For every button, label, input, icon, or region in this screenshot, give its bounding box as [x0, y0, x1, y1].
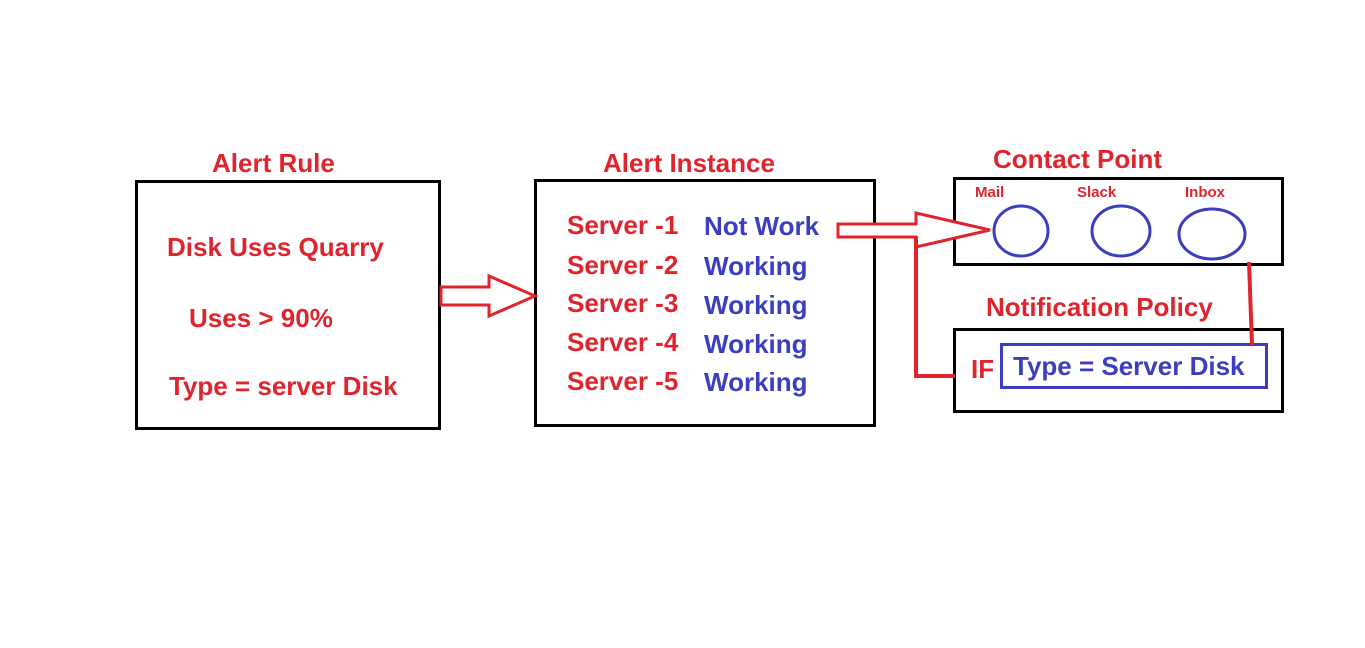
policy-matcher-box	[1000, 343, 1268, 389]
server-status: Working	[704, 367, 808, 397]
server-status: Not Work	[704, 211, 820, 241]
connector-line	[914, 237, 955, 378]
server-name: Server -3	[567, 288, 679, 318]
policy-if-label: IF	[971, 354, 995, 384]
server-name: Server -4	[567, 327, 679, 357]
contact-point-title: Contact Point	[993, 144, 1162, 174]
server-name: Server -2	[567, 250, 679, 280]
policy-matcher-text: Type = Server Disk	[1013, 351, 1245, 381]
server-status: Working	[704, 251, 808, 281]
block-arrow	[439, 273, 539, 319]
contact-channel-label: Mail	[975, 184, 1005, 201]
alert-rule-title: Alert Rule	[212, 148, 335, 178]
server-name: Server -1	[567, 210, 679, 240]
server-name: Server -5	[567, 366, 679, 396]
alert-rule-condition: Uses > 90%	[189, 303, 333, 333]
contact-channel-label: Slack	[1077, 184, 1117, 201]
server-status: Working	[704, 290, 808, 320]
notification-policy-title: Notification Policy	[986, 292, 1213, 322]
alert-rule-query: Disk Uses Quarry	[167, 232, 384, 262]
alert-rule-type: Type = server Disk	[169, 371, 398, 401]
contact-channel-label: Inbox	[1185, 184, 1225, 201]
alert-instance-title: Alert Instance	[603, 148, 775, 178]
server-status: Working	[704, 329, 808, 359]
